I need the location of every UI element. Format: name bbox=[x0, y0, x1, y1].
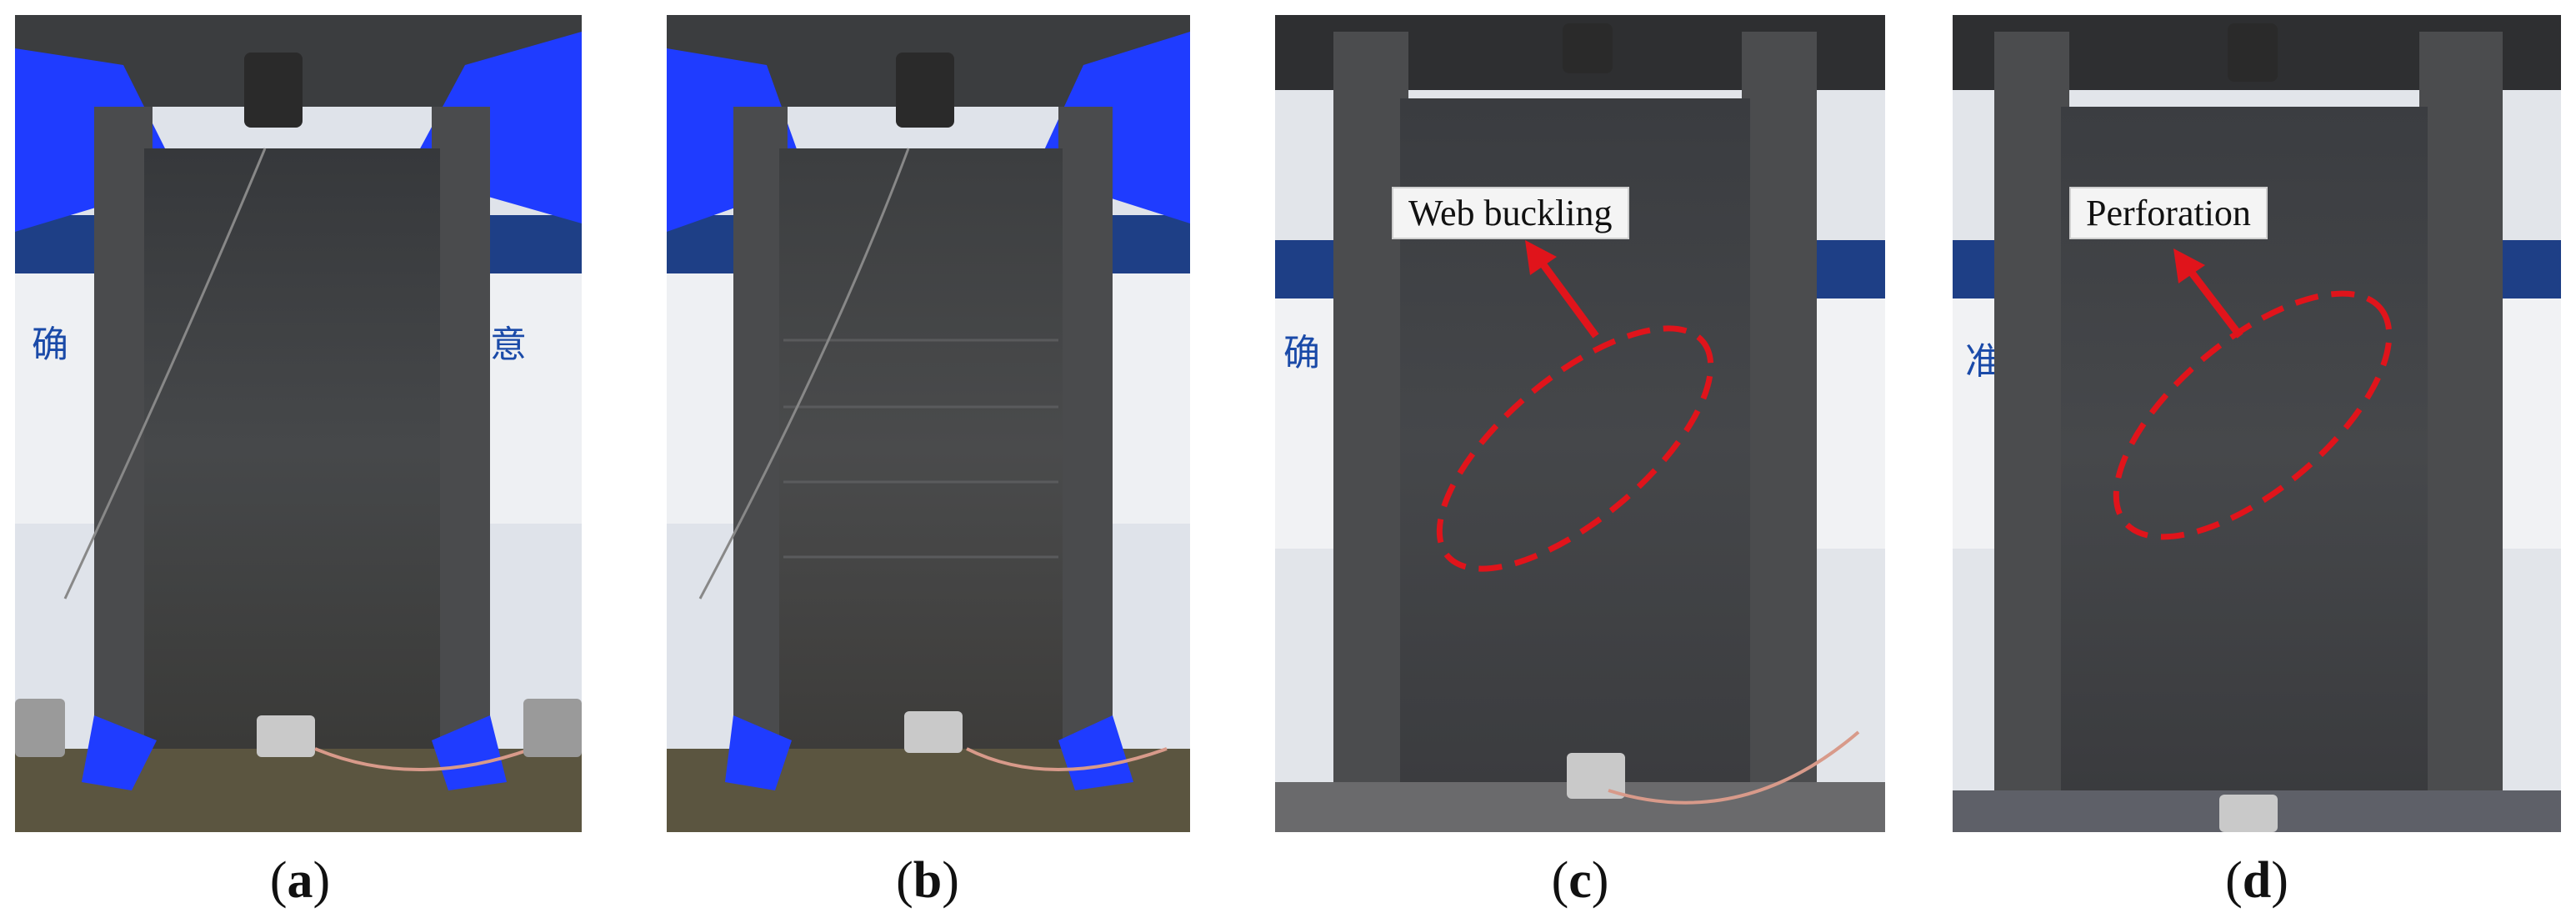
annotation-arrowhead bbox=[2173, 248, 2205, 283]
panel-label-c: (c) bbox=[1551, 852, 1609, 909]
buckling-region-ellipse bbox=[1436, 325, 1714, 572]
callout-web-buckling: Web buckling bbox=[1392, 187, 1629, 239]
panel-label-d: (d) bbox=[2225, 852, 2288, 909]
panel-label-b: (b) bbox=[896, 852, 959, 909]
sign-char: 确 bbox=[32, 324, 68, 366]
specimen-photo-a: 确 意 bbox=[15, 15, 582, 832]
annotation-arrow bbox=[2183, 263, 2243, 339]
photo-panel-b bbox=[667, 15, 1190, 832]
annotation-arrowhead bbox=[1525, 240, 1557, 275]
specimen-photo-d: 准 bbox=[1953, 15, 2561, 832]
sign-char: 意 bbox=[490, 324, 527, 366]
specimen-photo-c: 确 bbox=[1275, 15, 1885, 832]
panel-letter: a bbox=[287, 852, 313, 909]
photo-panel-d: 准 Perforation bbox=[1953, 15, 2561, 832]
callout-perforation: Perforation bbox=[2069, 187, 2268, 239]
panel-letter: b bbox=[913, 852, 943, 909]
panel-label-a: (a) bbox=[269, 852, 331, 909]
photo-panel-a: 确 意 bbox=[15, 15, 582, 832]
sign-char: 确 bbox=[1283, 332, 1320, 374]
panel-letter: d bbox=[2242, 852, 2272, 909]
perforation-region-ellipse bbox=[2113, 290, 2393, 540]
photo-panel-c: 确 Web buckling bbox=[1275, 15, 1885, 832]
annotation-arrow bbox=[1534, 254, 1599, 339]
specimen-photo-b bbox=[667, 15, 1190, 832]
panel-letter: c bbox=[1568, 852, 1592, 909]
